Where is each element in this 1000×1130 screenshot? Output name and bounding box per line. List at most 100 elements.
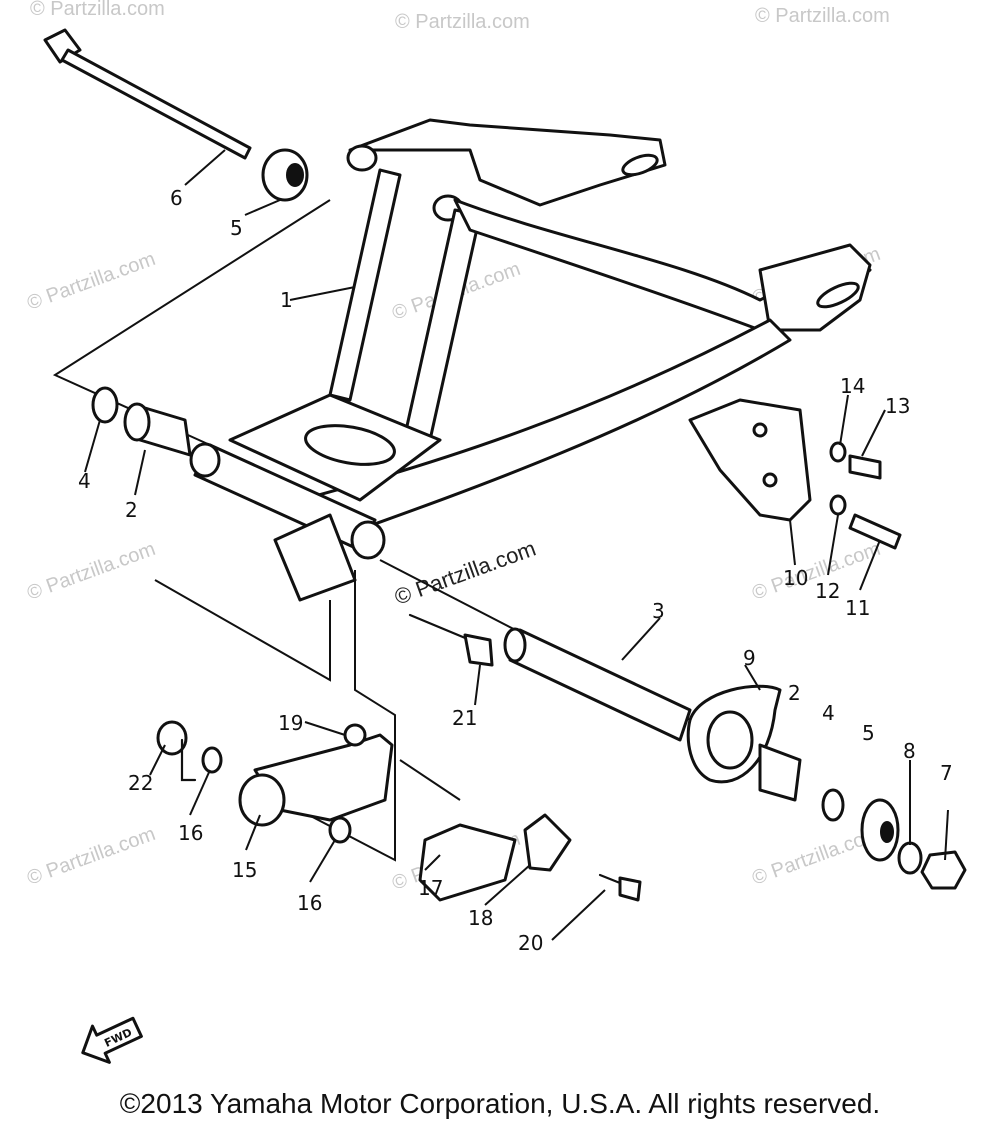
guide-line-lower-left	[154, 579, 331, 682]
chain-guard-hole	[706, 710, 754, 770]
bearing-right-bore	[880, 821, 894, 843]
leader-15	[245, 814, 261, 851]
callout-19: 19	[278, 711, 303, 735]
swing-arm-axle-slot	[816, 281, 860, 309]
callout-15: 15	[232, 858, 257, 882]
watermark-4: © Partzilla.com	[24, 248, 158, 315]
callout-11: 11	[845, 596, 870, 620]
axle-nut	[920, 850, 967, 890]
leader-7	[944, 809, 949, 861]
callout-16-lower: 16	[297, 891, 322, 915]
swing-arm-upper-boss	[346, 144, 378, 172]
leader-17	[424, 854, 441, 871]
thrust-washer-left	[91, 386, 119, 424]
leader-13	[861, 409, 886, 457]
nut-19	[343, 723, 367, 747]
leader-2a	[134, 449, 146, 496]
leader-3	[621, 617, 661, 661]
callout-21: 21	[452, 706, 477, 730]
swing-arm-pivot-tube-end-right	[350, 520, 386, 560]
pivot-shaft-body	[508, 628, 692, 742]
callout-2-left: 2	[125, 498, 138, 522]
bearing-upper-outer	[261, 148, 309, 202]
callout-5-upper: 5	[230, 216, 243, 240]
leader-9	[744, 664, 761, 691]
leader-20	[551, 889, 606, 941]
callout-leaders	[84, 149, 949, 941]
callout-2-right: 2	[788, 681, 801, 705]
bearing-upper-bore	[286, 163, 304, 187]
bushing-left-end	[123, 402, 151, 442]
swing-arm-lower-rail	[298, 318, 792, 542]
link-spring-22	[180, 738, 197, 782]
fwd-arrow: FWD	[81, 1016, 143, 1064]
bushing-right	[758, 743, 802, 802]
caliper-bracket	[688, 398, 812, 522]
guide-line-bracket	[399, 759, 461, 801]
bolt-20	[598, 873, 642, 902]
swing-arm-upper-bracket	[348, 118, 667, 207]
callout-1: 1	[280, 288, 293, 312]
callout-20: 20	[518, 931, 543, 955]
washer-12	[829, 494, 847, 516]
leader-6	[184, 149, 226, 186]
callout-22: 22	[128, 771, 153, 795]
callout-10: 10	[783, 566, 808, 590]
callout-6: 6	[170, 186, 183, 210]
callout-9: 9	[743, 646, 756, 670]
pivot-bolt-shaft	[60, 48, 252, 160]
swing-arm-lower-bracket	[273, 513, 357, 602]
fwd-arrow-shape	[81, 1016, 143, 1064]
leader-5a	[244, 199, 281, 216]
leader-1	[289, 286, 356, 301]
seal-16-lower	[328, 816, 352, 844]
pivot-shaft-end	[503, 627, 527, 663]
shock-bolt-head	[463, 633, 494, 667]
callout-8: 8	[903, 739, 916, 763]
callout-12: 12	[815, 579, 840, 603]
bracket-plate	[523, 813, 572, 872]
swing-arm-gusset-hole	[304, 424, 396, 466]
shock-bolt	[408, 613, 494, 667]
thrust-washer-right	[821, 788, 845, 822]
watermark-7: © Partzilla.com	[24, 538, 158, 605]
leader-10	[789, 519, 796, 566]
callout-13: 13	[885, 394, 910, 418]
caliper-bracket-hole-lower	[762, 472, 778, 488]
bracket-18	[523, 813, 572, 872]
pivot-block-body	[418, 823, 517, 902]
bushing-left	[123, 402, 192, 457]
leader-14	[839, 394, 849, 446]
seal-16-upper	[201, 746, 223, 774]
pivot-block-17	[418, 823, 517, 902]
callout-14: 14	[840, 374, 865, 398]
leader-18	[484, 864, 531, 906]
copyright-notice: ©2013 Yamaha Motor Corporation, U.S.A. A…	[119, 1088, 881, 1119]
right-hardware-stack	[758, 743, 967, 890]
bolt-11	[848, 513, 902, 550]
callout-5-right: 5	[862, 721, 875, 745]
leader-19	[304, 721, 346, 736]
leader-4a	[84, 419, 101, 473]
bearing-upper	[261, 148, 309, 202]
leader-12	[827, 514, 839, 576]
washer-14	[829, 441, 847, 463]
callout-4-right: 4	[822, 701, 835, 725]
pivot-shaft	[503, 627, 692, 742]
bolt-13	[848, 454, 882, 480]
swing-arm	[189, 118, 872, 602]
bolt-20-head	[618, 876, 642, 902]
callout-16-upper: 16	[178, 821, 203, 845]
caliper-bracket-hole-upper	[752, 422, 768, 438]
callout-18: 18	[468, 906, 493, 930]
swing-arm-front-strut	[328, 168, 402, 402]
guide-line-link-assembly	[279, 570, 396, 862]
swing-arm-rear-strut	[403, 208, 482, 442]
watermark-9: © Partzilla.com	[24, 823, 158, 890]
callout-7: 7	[940, 761, 953, 785]
watermark-1: © Partzilla.com	[30, 0, 165, 20]
shock-bolt-shank	[408, 613, 472, 642]
relay-arm	[238, 733, 394, 827]
relay-arm-pivot-collar	[238, 773, 286, 827]
